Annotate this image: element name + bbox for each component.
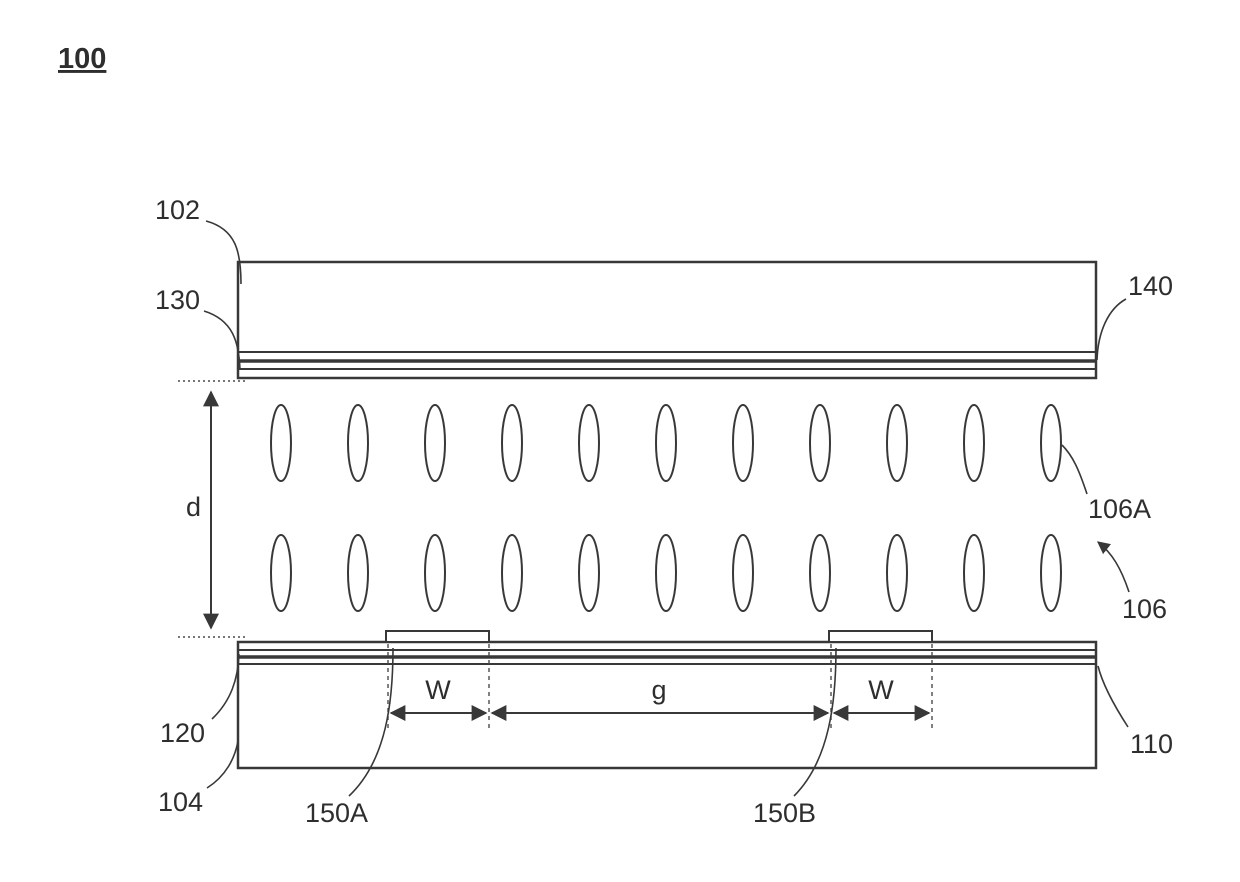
label-lc-layer: 106 — [1122, 594, 1167, 624]
width-right-label: W — [868, 675, 894, 705]
label-top-alignment: 130 — [155, 285, 200, 315]
leader-140 — [1096, 298, 1127, 361]
bottom-assembly — [236, 630, 1098, 770]
lc-molecule — [886, 534, 908, 612]
lc-molecule — [270, 404, 292, 482]
lc-molecule — [732, 404, 754, 482]
lc-molecule — [578, 534, 600, 612]
lc-molecule — [963, 404, 985, 482]
label-top-electrode: 140 — [1128, 271, 1173, 301]
leader-110 — [1097, 665, 1129, 728]
leader-102 — [205, 220, 242, 285]
lc-molecule — [1040, 404, 1062, 482]
figure-number: 100 — [58, 43, 106, 75]
lc-molecule — [809, 534, 831, 612]
electrode-150b — [828, 630, 933, 643]
leader-120 — [211, 653, 240, 720]
top-assembly — [236, 260, 1098, 380]
lc-molecule — [347, 534, 369, 612]
lc-molecule — [347, 404, 369, 482]
label-bottom-alignment: 120 — [160, 718, 205, 748]
bottom-substrate — [236, 640, 1098, 770]
cell-gap-label: d — [186, 492, 201, 522]
lc-molecule — [963, 534, 985, 612]
lc-molecule — [655, 534, 677, 612]
label-top-substrate: 102 — [155, 195, 200, 225]
leader-104 — [206, 740, 239, 789]
label-bottom-layer: 110 — [1130, 729, 1173, 759]
lc-molecule — [809, 404, 831, 482]
lc-molecule — [732, 534, 754, 612]
lc-molecule — [1040, 534, 1062, 612]
leader-106-arrow — [1096, 541, 1130, 593]
lc-molecule — [886, 404, 908, 482]
lc-molecule — [424, 534, 446, 612]
leader-130 — [203, 310, 241, 371]
lc-molecule — [501, 404, 523, 482]
label-electrode-a: 150A — [305, 798, 368, 828]
lc-molecules-row-top — [270, 404, 1062, 482]
leader-106a — [1061, 444, 1088, 495]
leader-150a — [348, 647, 394, 797]
lc-molecule — [578, 404, 600, 482]
leader-150b — [793, 647, 837, 797]
label-lc-molecule: 106A — [1088, 494, 1151, 524]
lc-molecule — [270, 534, 292, 612]
width-left-label: W — [425, 675, 451, 705]
lc-molecule — [424, 404, 446, 482]
lc-molecule — [501, 534, 523, 612]
label-bottom-substrate: 104 — [158, 787, 203, 817]
gap-label: g — [651, 675, 666, 705]
lc-molecules-row-bottom — [270, 534, 1062, 612]
lc-molecule — [655, 404, 677, 482]
label-electrode-b: 150B — [753, 798, 816, 828]
top-substrate — [236, 260, 1098, 380]
electrode-150a — [385, 630, 490, 643]
